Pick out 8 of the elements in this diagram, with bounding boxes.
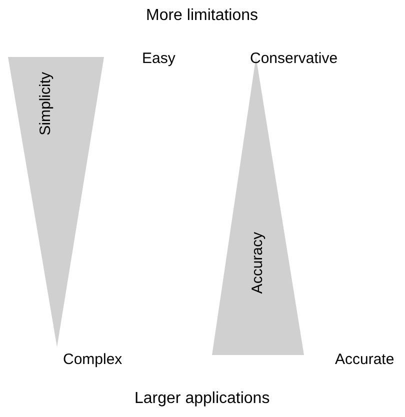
- end-label: Accurate: [335, 352, 394, 367]
- end-label: Conservative: [250, 51, 338, 66]
- axis-label: Simplicity: [38, 72, 53, 136]
- heading: More limitations: [146, 8, 258, 24]
- caption: Larger applications: [134, 391, 270, 407]
- end-label: Easy: [142, 51, 176, 66]
- axis-label: Accuracy: [250, 232, 265, 294]
- end-label: Complex: [63, 352, 122, 367]
